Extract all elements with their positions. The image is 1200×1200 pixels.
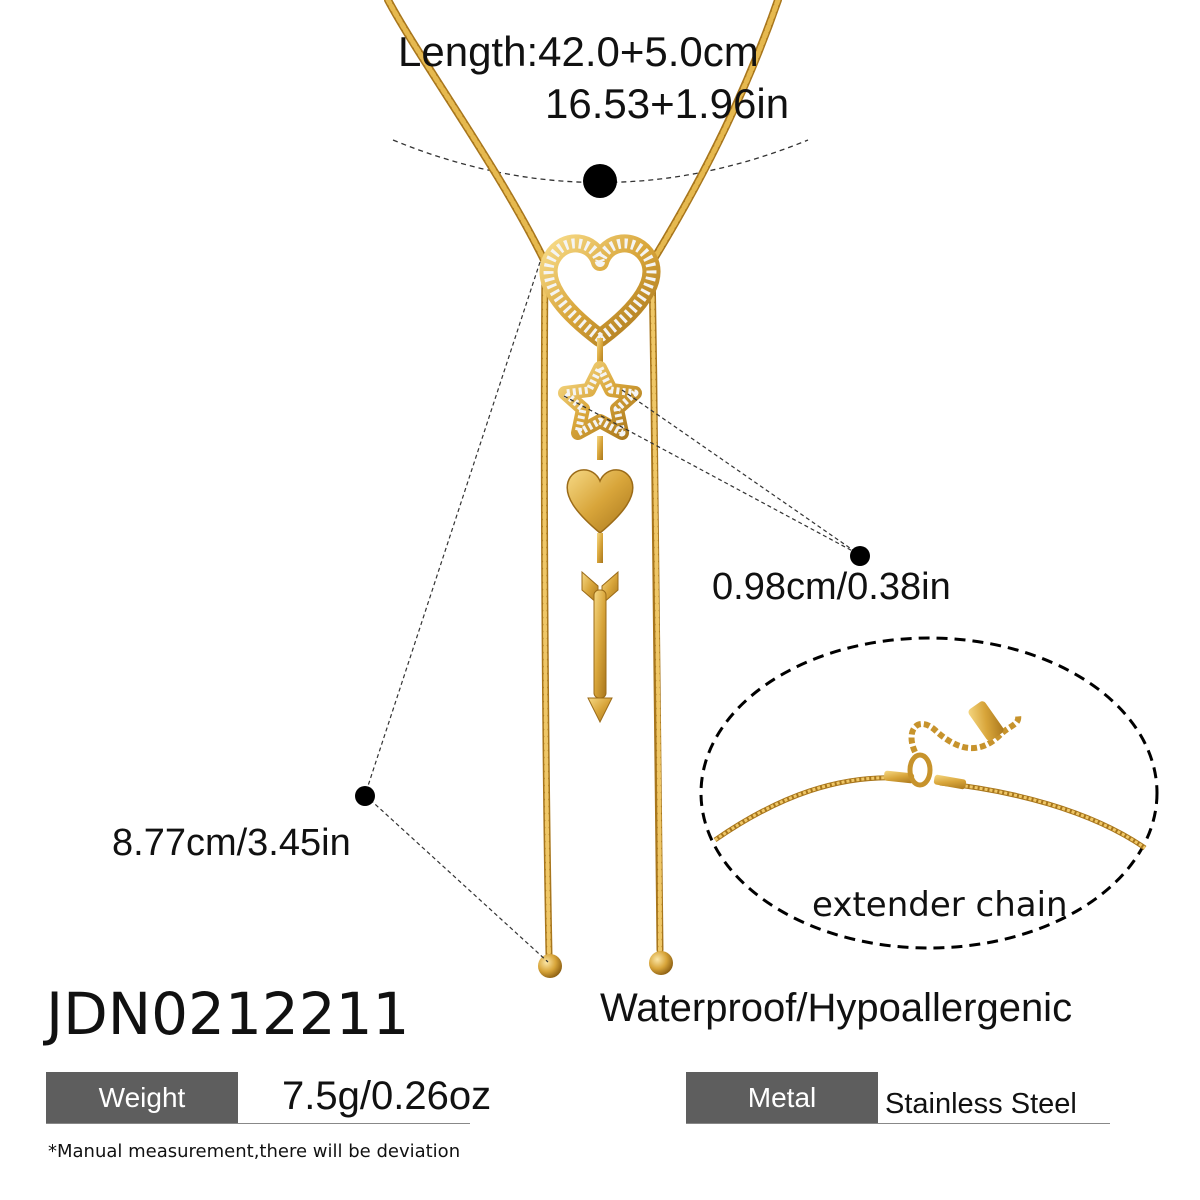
drop-guide-line-top <box>364 261 541 796</box>
extender-chain-label: extender chain <box>812 885 1068 925</box>
length-cm-label: Length:42.0+5.0cm <box>398 28 759 75</box>
drop-guide-line-bottom <box>364 794 549 963</box>
extender-chain-detail <box>713 701 1147 851</box>
arrow-pendant-icon <box>581 570 619 724</box>
end-bead-right <box>649 951 673 975</box>
weight-value: 7.5g/0.26oz <box>282 1074 492 1118</box>
measurement-disclaimer: *Manual measurement,there will be deviat… <box>48 1141 461 1162</box>
metal-label-box: Metal <box>686 1072 878 1124</box>
length-marker-dot <box>583 164 617 198</box>
length-in-label: 16.53+1.96in <box>545 80 790 127</box>
pendant-size-label: 0.98cm/0.38in <box>712 566 951 608</box>
lariat-drop-chains <box>538 258 673 978</box>
metal-value: Stainless Steel <box>885 1088 1077 1120</box>
neck-chain <box>384 0 782 266</box>
pendant-size-dot <box>850 546 870 566</box>
pendant-size-guide-line-2 <box>621 389 861 556</box>
puffy-heart-icon <box>566 469 634 534</box>
star-pendant-icon <box>558 361 642 440</box>
features-label: Waterproof/Hypoallergenic <box>600 986 1073 1030</box>
metal-underline <box>686 1123 1110 1124</box>
product-sku: JDN0212211 <box>46 980 410 1048</box>
end-bead-left <box>538 954 562 978</box>
pendant-size-guide-line <box>563 395 861 556</box>
extender-inset-ellipse <box>699 636 1159 950</box>
heart-pendant-icon <box>539 234 661 347</box>
lobster-clasp-icon <box>907 752 933 788</box>
drop-size-dot <box>355 786 375 806</box>
weight-underline <box>46 1123 470 1124</box>
drop-chain-size-label: 8.77cm/3.45in <box>112 822 351 864</box>
weight-label-box: Weight <box>46 1072 238 1124</box>
